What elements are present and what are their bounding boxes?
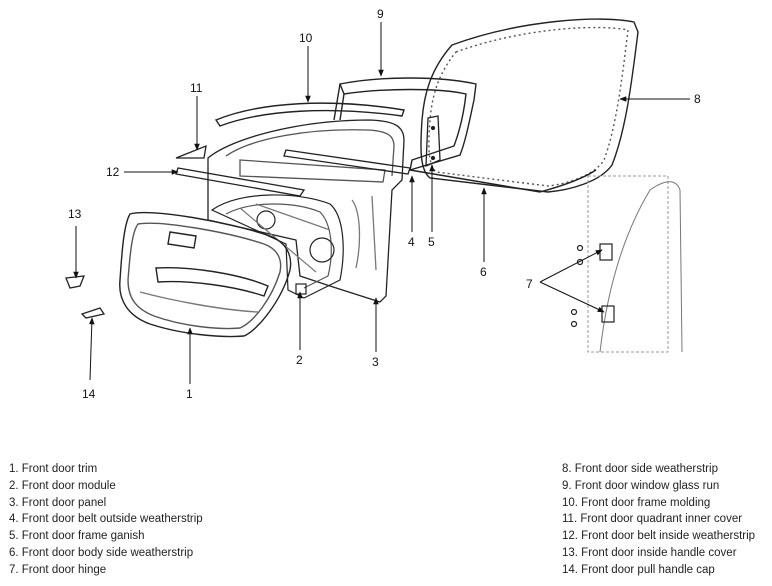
callout-10: 10 xyxy=(299,31,313,45)
body-side-weatherstrip-part xyxy=(409,169,597,193)
legend-item: 8. Front door side weatherstrip xyxy=(562,463,718,475)
body-and-hinge-part xyxy=(587,175,683,353)
pull-handle-cap-part xyxy=(80,307,106,319)
legend-item: 5. Front door frame ganish xyxy=(9,530,145,543)
inside-handle-cover-part xyxy=(65,275,86,289)
legend-left: 1. Front door trim 2. Front door module … xyxy=(9,461,203,579)
legend-item: 10. Front door frame molding xyxy=(562,496,711,509)
callout-8: 8 xyxy=(694,92,701,106)
legend-item: 6. Front door body side weatherstrip xyxy=(9,546,194,559)
callout-3: 3 xyxy=(372,355,379,369)
legend-item: 2. Front door module xyxy=(9,479,116,492)
legend-item: 11. Front door quadrant inner cover xyxy=(562,513,743,526)
legend-item: 12. Front door belt inside weatherstrip xyxy=(562,530,756,543)
callout-2: 2 xyxy=(296,353,303,367)
quadrant-inner-cover-part xyxy=(175,144,207,159)
belt-outside-weatherstrip-part xyxy=(283,149,411,175)
legend-right: 8. Front door side weatherstrip 9. Front… xyxy=(562,461,755,579)
callout-9: 9 xyxy=(377,7,384,21)
callout-11: 11 xyxy=(190,81,203,95)
leader-lines xyxy=(73,22,690,384)
legend-item: 9. Front door window glass run xyxy=(562,479,720,492)
callout-6: 6 xyxy=(480,265,487,279)
frame-ganish-part xyxy=(425,115,441,168)
callout-14: 14 xyxy=(82,387,96,401)
legend-item: 4. Front door belt outside weatherstrip xyxy=(9,513,203,526)
frame-molding-part xyxy=(214,102,405,127)
exploded-door-diagram: 1 2 3 4 5 6 7 8 9 10 11 12 13 14 xyxy=(65,7,701,401)
callout-5: 5 xyxy=(428,235,435,249)
legend-item: 3. Front door panel xyxy=(9,496,107,509)
window-glass-run-part xyxy=(333,77,477,172)
door-trim-part xyxy=(119,211,292,338)
side-weatherstrip-part xyxy=(420,18,639,193)
door-module-part xyxy=(210,194,344,299)
callout-1: 1 xyxy=(186,387,193,401)
legend-item: 7. Front door hinge xyxy=(9,563,107,576)
callout-4: 4 xyxy=(408,235,415,249)
door-panel-part xyxy=(207,119,405,303)
legend-item: 13. Front door inside handle cover xyxy=(562,546,737,559)
callout-7: 7 xyxy=(526,277,533,291)
legend-item: 14. Front door pull handle cap xyxy=(562,563,715,576)
callout-12: 12 xyxy=(106,165,120,179)
legend-item: 1. Front door trim xyxy=(9,463,98,475)
hinge-lower xyxy=(570,305,615,328)
callout-13: 13 xyxy=(68,207,82,221)
